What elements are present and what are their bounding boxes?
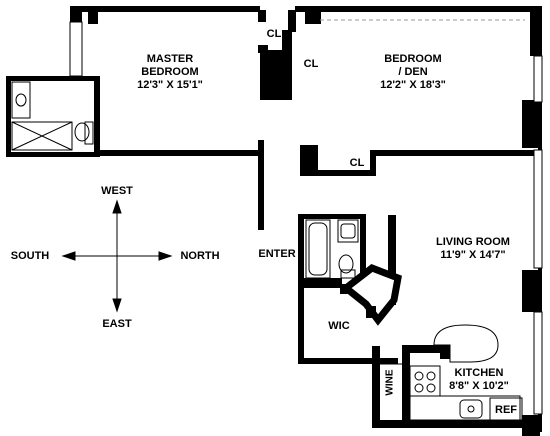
window [533, 149, 543, 269]
arrow-down-icon [112, 298, 122, 313]
wall [370, 150, 376, 176]
arrow-right-icon [158, 251, 173, 261]
wall [300, 170, 372, 176]
master-bath-fixtures [11, 81, 94, 151]
burner [414, 383, 424, 393]
wall [282, 30, 292, 100]
wall [300, 145, 318, 175]
room-label-living-room: LIVING ROOM 11'9" X 14'7" [418, 236, 528, 262]
room-name: MASTER [146, 53, 194, 65]
compass-west-label: WEST [101, 185, 133, 197]
wall [372, 346, 380, 426]
wall [388, 215, 396, 305]
sink [340, 223, 356, 239]
windows [69, 21, 543, 415]
compass-east-label: EAST [102, 318, 132, 330]
room-name: / DEN [398, 66, 428, 78]
toilet-tank [84, 121, 94, 145]
island [433, 324, 499, 363]
wall [530, 6, 542, 56]
wall [88, 10, 98, 24]
entry-label: ENTER [258, 248, 296, 260]
wall [6, 76, 11, 156]
refrigerator-label: REF [495, 404, 517, 416]
burner [414, 371, 424, 381]
room-label-kitchen: KITCHEN 8'8" X 10'2" [444, 367, 514, 393]
arrow-left-icon [61, 251, 76, 261]
wall [408, 345, 440, 353]
room-name: LIVING ROOM [436, 236, 510, 248]
wall [96, 150, 260, 156]
room-dimensions: 8'8" X 10'2" [449, 380, 509, 392]
wall [258, 10, 266, 22]
wall [370, 150, 540, 156]
toilet [74, 122, 90, 142]
wall [340, 284, 350, 294]
window [533, 311, 543, 415]
drain [467, 405, 475, 413]
counter [409, 395, 521, 421]
wall [298, 358, 398, 364]
wall [288, 10, 296, 32]
toilet [338, 254, 354, 274]
wall [522, 270, 540, 312]
wall [298, 278, 342, 288]
wall [298, 214, 364, 219]
vanity [337, 219, 359, 243]
room-dimensions: 11'9" X 14'7" [440, 249, 506, 261]
closet-label: CL [303, 58, 319, 70]
compass-rose [61, 199, 173, 313]
wall [360, 214, 366, 286]
wall [366, 306, 376, 318]
sink [15, 93, 27, 107]
hall-bath-fixtures [305, 219, 359, 279]
room-dimensions: 12'2" X 18'3" [380, 79, 446, 91]
wic-angled-wall [340, 264, 402, 326]
room-name: BEDROOM [141, 66, 199, 78]
bathtub [305, 219, 331, 279]
shower [11, 121, 73, 151]
closet-label: CL [266, 28, 282, 40]
wall [6, 76, 100, 81]
wall [260, 50, 284, 100]
wall [258, 140, 264, 230]
wall [6, 152, 100, 157]
burner [426, 383, 436, 393]
wall [522, 100, 540, 148]
wall [372, 420, 540, 428]
bathtub-inner [308, 222, 328, 276]
window [533, 55, 543, 103]
wall [295, 6, 540, 12]
wall [94, 76, 100, 156]
shower-line [11, 121, 73, 151]
room-name: KITCHEN [454, 367, 504, 379]
wall [305, 10, 321, 24]
closet-label: CL [349, 157, 365, 169]
wall [440, 345, 450, 359]
compass-south-label: SOUTH [10, 250, 50, 262]
toilet-tank [340, 269, 356, 279]
wall [258, 45, 268, 53]
wall [402, 345, 410, 427]
kitchen-sink [459, 399, 483, 419]
room-name: BEDROOM [384, 53, 442, 65]
walk-in-closet-label: WIC [328, 320, 350, 332]
vanity [11, 81, 31, 119]
refrigerator [489, 397, 523, 421]
kitchen-fixtures [380, 324, 523, 421]
compass-north-label: NORTH [180, 250, 220, 262]
wine-label: WINE [384, 369, 396, 396]
arrow-up-icon [112, 199, 122, 214]
burner [426, 371, 436, 381]
room-label-bedroom-den: BEDROOM / DEN 12'2" X 18'3" [363, 53, 463, 92]
room-dimensions: 12'3" X 15'1" [137, 79, 203, 91]
range [409, 365, 441, 397]
wall [70, 6, 260, 12]
window [69, 21, 83, 77]
wall [298, 214, 304, 364]
room-label-master-bedroom: MASTER BEDROOM 12'3" X 15'1" [120, 53, 220, 92]
